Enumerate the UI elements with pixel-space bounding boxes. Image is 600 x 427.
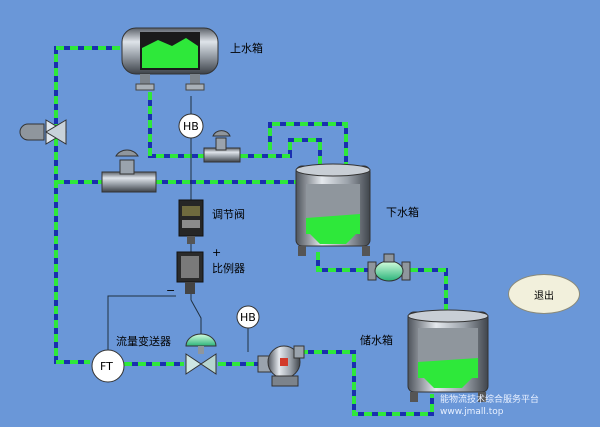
lower-tank [295, 163, 371, 256]
exit-button[interactable]: 退出 [508, 274, 580, 314]
regulating-valve[interactable] [178, 199, 204, 244]
plus-sign: + [212, 246, 221, 259]
watermark-line1: 能物流技术综合服务平台 [440, 393, 539, 405]
hb-instrument-2: HB [236, 305, 260, 329]
svg-text:HB: HB [183, 120, 199, 133]
ft-instrument: FT [91, 349, 125, 383]
upper-tank [121, 27, 219, 91]
minus-sign: − [166, 284, 175, 297]
storage-tank-label: 储水箱 [360, 333, 393, 347]
check-valve[interactable] [367, 253, 411, 282]
proportioner[interactable] [176, 251, 204, 294]
svg-text:FT: FT [100, 360, 113, 373]
proportioner-label: 比例器 [212, 261, 245, 275]
pump[interactable] [257, 345, 305, 387]
svg-text:HB: HB [240, 311, 256, 324]
flow-transmitter-label: 流量变送器 [116, 334, 171, 348]
upper-tank-label: 上水箱 [230, 41, 263, 55]
lower-tank-label: 下水箱 [386, 205, 419, 219]
hand-valve-right[interactable] [203, 130, 241, 163]
left-valve[interactable] [19, 119, 67, 145]
pipe-network [54, 46, 448, 416]
storage-tank [407, 309, 489, 402]
hb-instrument-1: HB [178, 113, 204, 139]
hand-valve-left[interactable] [101, 149, 157, 193]
watermark-line2: www.jmall.top [440, 407, 504, 417]
regulating-valve-label: 调节阀 [212, 207, 245, 221]
control-valve[interactable] [185, 333, 217, 375]
